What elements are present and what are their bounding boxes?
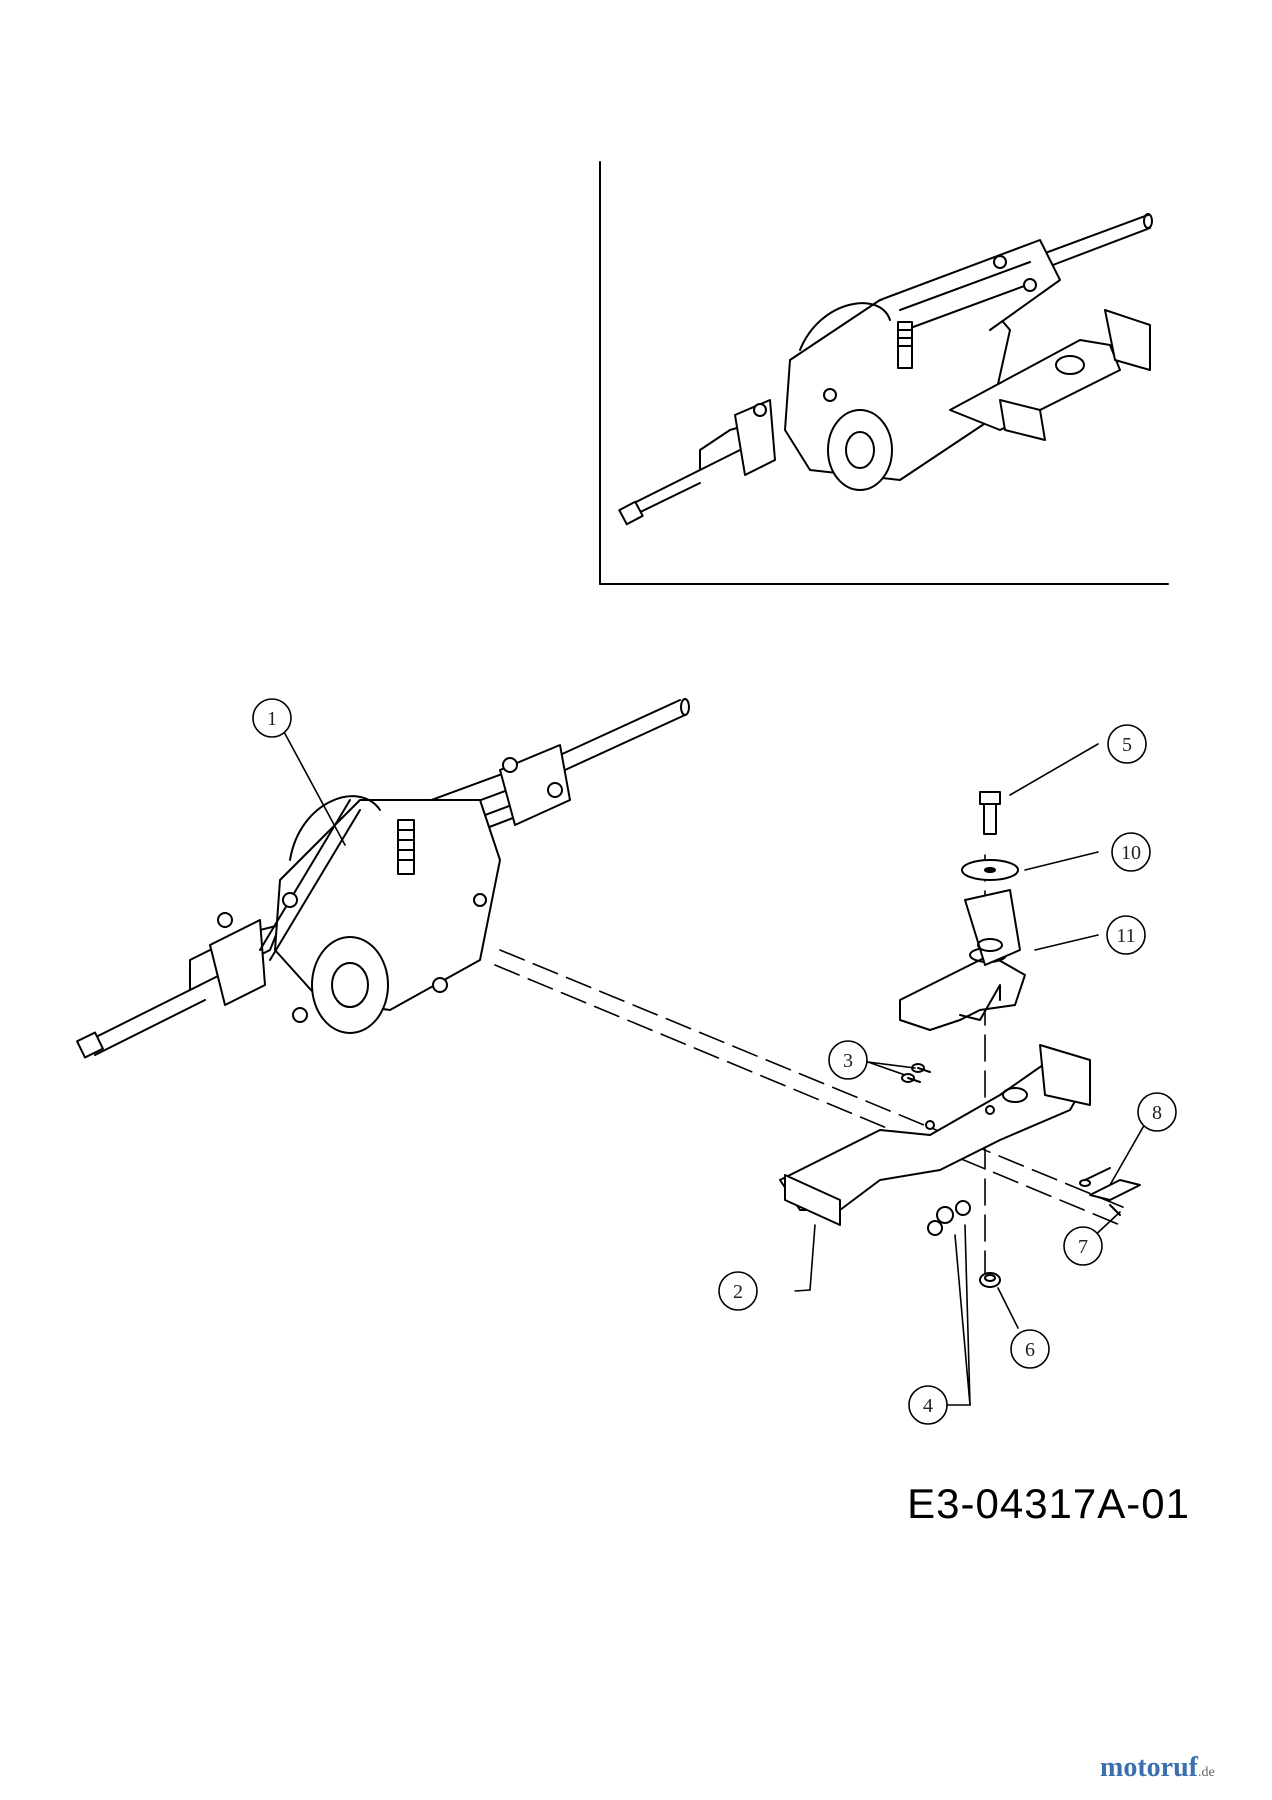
callout-7: 7: [1063, 1226, 1103, 1266]
callout-8: 8: [1137, 1092, 1177, 1132]
callout-3: 3: [828, 1040, 868, 1080]
callout-4: 4: [908, 1385, 948, 1425]
pins-part-7-8: [1079, 1167, 1141, 1216]
bracket-part-2: [779, 1044, 1091, 1226]
assembly-lines: [494, 854, 1131, 1281]
watermark-logo: motoruf.de: [1100, 1752, 1215, 1784]
transaxle-assembly: [76, 698, 690, 1059]
callout-11: 11: [1106, 915, 1146, 955]
fasteners-part-4: [927, 1200, 971, 1236]
leader-lines: [282, 729, 1151, 1406]
drawing-code: E3-04317A-01: [907, 1480, 1190, 1527]
inset-transaxle-assembly: [618, 213, 1153, 526]
watermark-tld: .de: [1197, 1765, 1215, 1780]
callout-6: 6: [1010, 1329, 1050, 1369]
screws-part-3: [901, 1063, 931, 1083]
callout-5: 5: [1107, 724, 1147, 764]
callout-label-4: 4: [923, 1395, 933, 1417]
callout-label-3: 3: [843, 1050, 853, 1072]
callout-label-2: 2: [733, 1281, 743, 1303]
callout-label-1: 1: [267, 708, 277, 730]
washer-part-10: [961, 859, 1019, 881]
watermark-brand: motoruf: [1100, 1752, 1198, 1783]
callout-10: 10: [1111, 832, 1151, 872]
nut-part-6: [979, 1272, 1001, 1288]
spacer-plate-part-11: [899, 889, 1026, 1031]
callout-label-10: 10: [1121, 842, 1141, 864]
inset-detail-frame: [599, 161, 1169, 585]
callout-label-6: 6: [1025, 1339, 1035, 1361]
callout-label-7: 7: [1078, 1236, 1088, 1258]
callout-label-11: 11: [1116, 925, 1135, 947]
bolt-part-5: [979, 791, 1001, 835]
callout-balloons: 1 5 10 11 3 8 7 2 6 4: [252, 698, 1177, 1425]
callout-label-5: 5: [1122, 734, 1132, 756]
callout-2: 2: [718, 1271, 758, 1311]
callout-1: 1: [252, 698, 292, 738]
callout-label-8: 8: [1152, 1102, 1162, 1124]
